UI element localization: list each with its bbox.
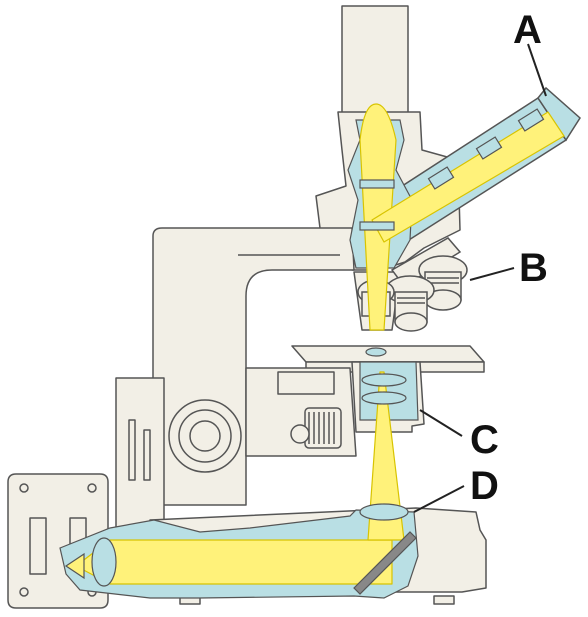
objective-turret [357,237,468,332]
mirror [353,531,417,595]
leader-b [469,267,515,281]
stage-plate [291,345,485,363]
optics [64,108,545,595]
condenser-lens-2 [361,391,407,405]
leader-lines [413,43,547,513]
lamp-bulb [64,552,85,580]
objective-lens-2 [385,275,435,332]
condenser-lens-1 [361,373,407,387]
head-prism-2 [359,221,395,231]
callout-label-b: B [519,246,548,290]
lamp-screw-bl [19,587,29,597]
focus-housing [115,377,165,529]
stage-knob-ridges [308,412,335,444]
specimen-point [365,347,387,357]
vertical-beam-lower [367,371,405,541]
collector-lens [91,537,117,587]
lamp-slot-1 [29,517,47,575]
leader-c [419,409,463,437]
condenser-screw [290,424,310,444]
stage-control-knob [304,407,342,449]
callout-label-a: A [513,8,542,52]
stage-control-bracket [277,371,335,395]
fine-focus-knob [189,420,221,452]
field-lens [359,503,409,521]
callout-label-c: C [470,418,499,462]
focus-rod-1 [128,419,136,481]
eyepiece-lens-1 [427,166,455,190]
focus-rod-2 [143,429,151,481]
base-foot-right [433,595,455,605]
camera-port-tube [341,5,409,119]
head-prism-1 [359,179,395,189]
horizontal-beam [75,539,393,585]
leader-d [413,485,465,513]
eyepiece-lens-3 [517,108,545,132]
lamp-screw-tr [87,483,97,493]
lamp-screw-tl [19,483,29,493]
callout-label-d: D [470,464,499,508]
leader-a [527,43,547,97]
eyepiece-lens-2 [475,136,503,160]
light-path [75,103,565,585]
